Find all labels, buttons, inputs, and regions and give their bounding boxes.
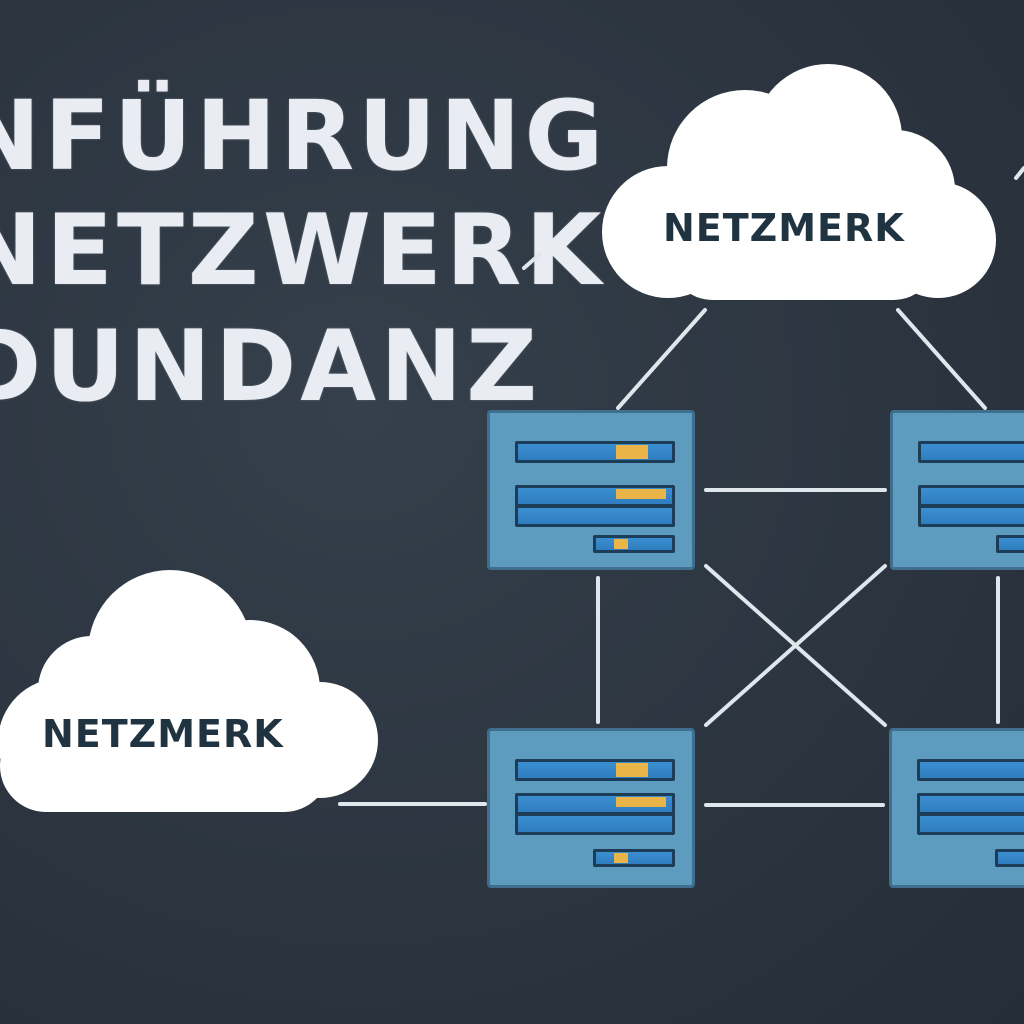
cloud-bottom <box>0 570 378 812</box>
accent-mark <box>522 252 542 270</box>
connection-lines <box>338 166 1024 807</box>
server-top-right <box>890 410 1024 570</box>
cloud-label-bottom: NETZMERK <box>42 712 284 756</box>
link-cross-2 <box>704 564 887 727</box>
drive-slot <box>996 535 1024 553</box>
drive-indicator <box>616 489 666 499</box>
drive-indicator <box>616 445 648 459</box>
server-bottom-right <box>889 728 1024 888</box>
drive-bay <box>515 505 675 527</box>
drive-bay <box>918 505 1024 527</box>
drive-bay <box>515 759 675 781</box>
accent-mark-2 <box>1014 166 1024 180</box>
drive-bay <box>918 485 1024 507</box>
title-line-2: NETZWERK <box>0 194 606 308</box>
drive-bay <box>515 813 675 835</box>
drive-indicator <box>614 539 628 549</box>
link-cloud-top-to-server-b <box>896 308 987 410</box>
drive-bay <box>917 759 1024 781</box>
server-bottom-left <box>487 728 695 888</box>
link-cloud-top-to-server-a <box>616 308 707 410</box>
cloud-label-top: NETZMERK <box>663 206 905 250</box>
server-top-left <box>487 410 695 570</box>
title-line-3: DUNDANZ <box>0 310 542 424</box>
drive-slot <box>995 849 1024 867</box>
drive-slot <box>593 849 675 867</box>
title-line-1: NFÜHRUNG <box>0 80 608 192</box>
cloud-top <box>602 64 996 300</box>
drive-bay <box>917 813 1024 835</box>
drive-bay <box>515 793 675 815</box>
drive-indicator <box>614 853 628 863</box>
drive-bay <box>515 441 675 463</box>
drive-indicator <box>616 763 648 777</box>
drive-bay <box>918 441 1024 463</box>
drive-bay <box>515 485 675 507</box>
drive-indicator <box>616 797 666 807</box>
drive-slot <box>593 535 675 553</box>
drive-bay <box>917 793 1024 815</box>
